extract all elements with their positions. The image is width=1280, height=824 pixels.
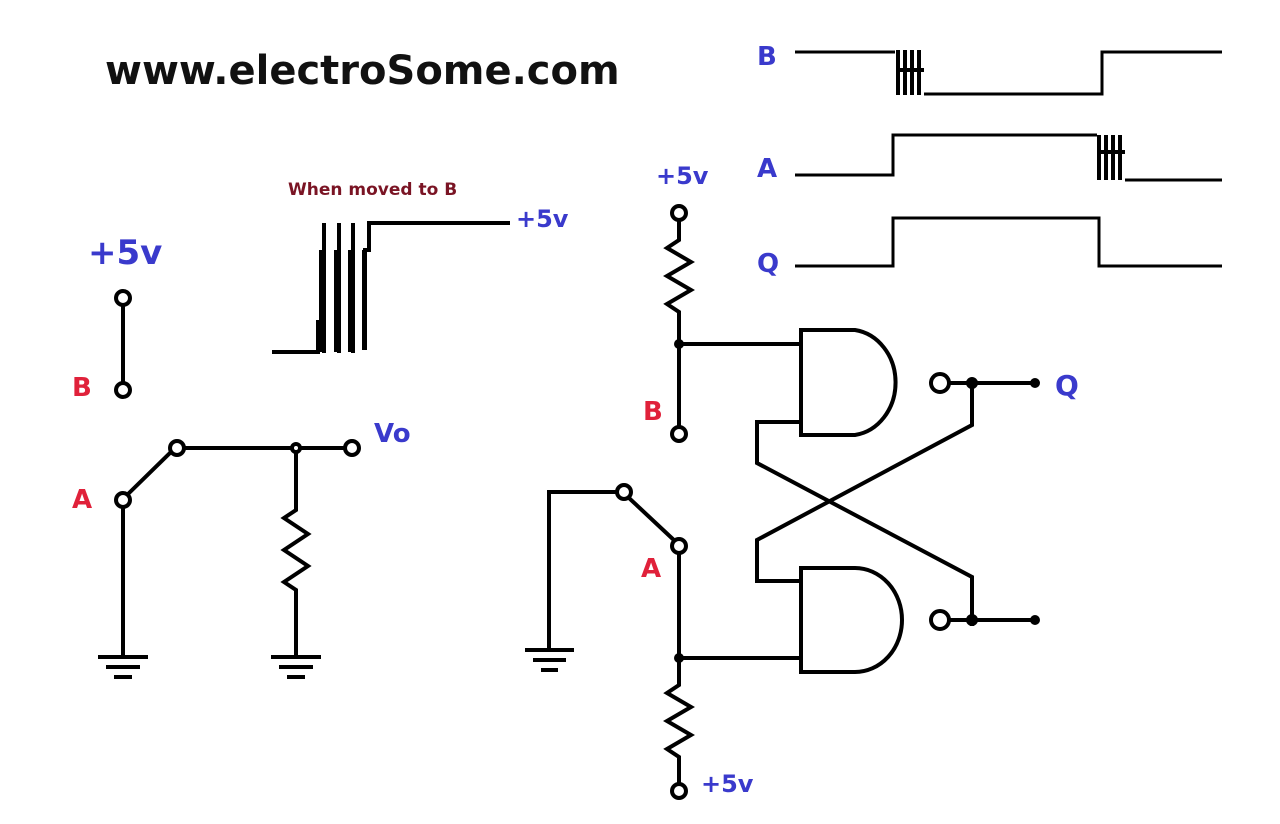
signal-a-bounce [1097,135,1125,180]
bottom-supply-label: +5v [701,770,754,798]
sr-latch-circuit: +5v B Q A [525,162,1079,800]
resistor-icon [663,218,695,430]
resistor-icon [663,656,695,786]
input-a-label: A [641,554,661,584]
contact-b-label: B [72,373,92,403]
terminal-b [670,425,688,443]
simple-switch-circuit: +5v B A Vo [72,233,411,679]
terminal-top-5v [670,204,688,222]
contact-a-label: A [72,485,92,515]
terminal-a [114,491,132,509]
feedback-wire-1 [755,420,974,626]
terminal-pivot [615,483,633,501]
ground-icon [271,655,321,679]
terminal-vo [343,439,361,457]
nand-bubble-bottom [929,609,951,631]
nand-gate-top [799,328,898,437]
ground-icon [98,655,148,679]
input-b-label: B [643,397,663,427]
bounce-caption: When moved to B [288,180,457,200]
top-supply-label: +5v [656,162,709,190]
signal-b-label: B [757,42,777,72]
signal-q-trace [795,216,1222,268]
website-title: www.electroSome.com [105,48,620,94]
resistor-icon [280,450,312,657]
terminal-b [114,381,132,399]
bounce-spikes [319,223,367,353]
terminal-q [1030,378,1040,388]
waveform-high [363,221,510,252]
timing-diagram: B A Q [757,42,1222,279]
signal-a-trace [795,133,1097,177]
ground-icon [525,648,574,672]
feedback-wire-2 [755,381,974,583]
terminal-qbar [1030,615,1040,625]
switch-arm [626,495,679,545]
signal-b-trace-rest [924,50,1222,96]
waveform-low [272,320,324,354]
supply-label: +5v [88,233,162,273]
terminal-5v [114,289,132,307]
bounce-waveform: When moved to B +5v [272,180,569,354]
terminal-a [670,537,688,555]
output-label: Vo [374,419,411,449]
wire-ground-switch [547,490,619,650]
signal-q-label: Q [757,249,779,279]
nand-bubble-top [929,372,951,394]
nand-gate-bottom [799,566,904,674]
signal-a-label: A [757,154,777,184]
switch-arm [124,449,174,498]
signal-b-bounce [896,50,924,95]
terminal-pivot [168,439,186,457]
terminal-bottom-5v [670,782,688,800]
output-q-label: Q [1055,369,1079,402]
bounce-level-label: +5v [516,205,569,233]
